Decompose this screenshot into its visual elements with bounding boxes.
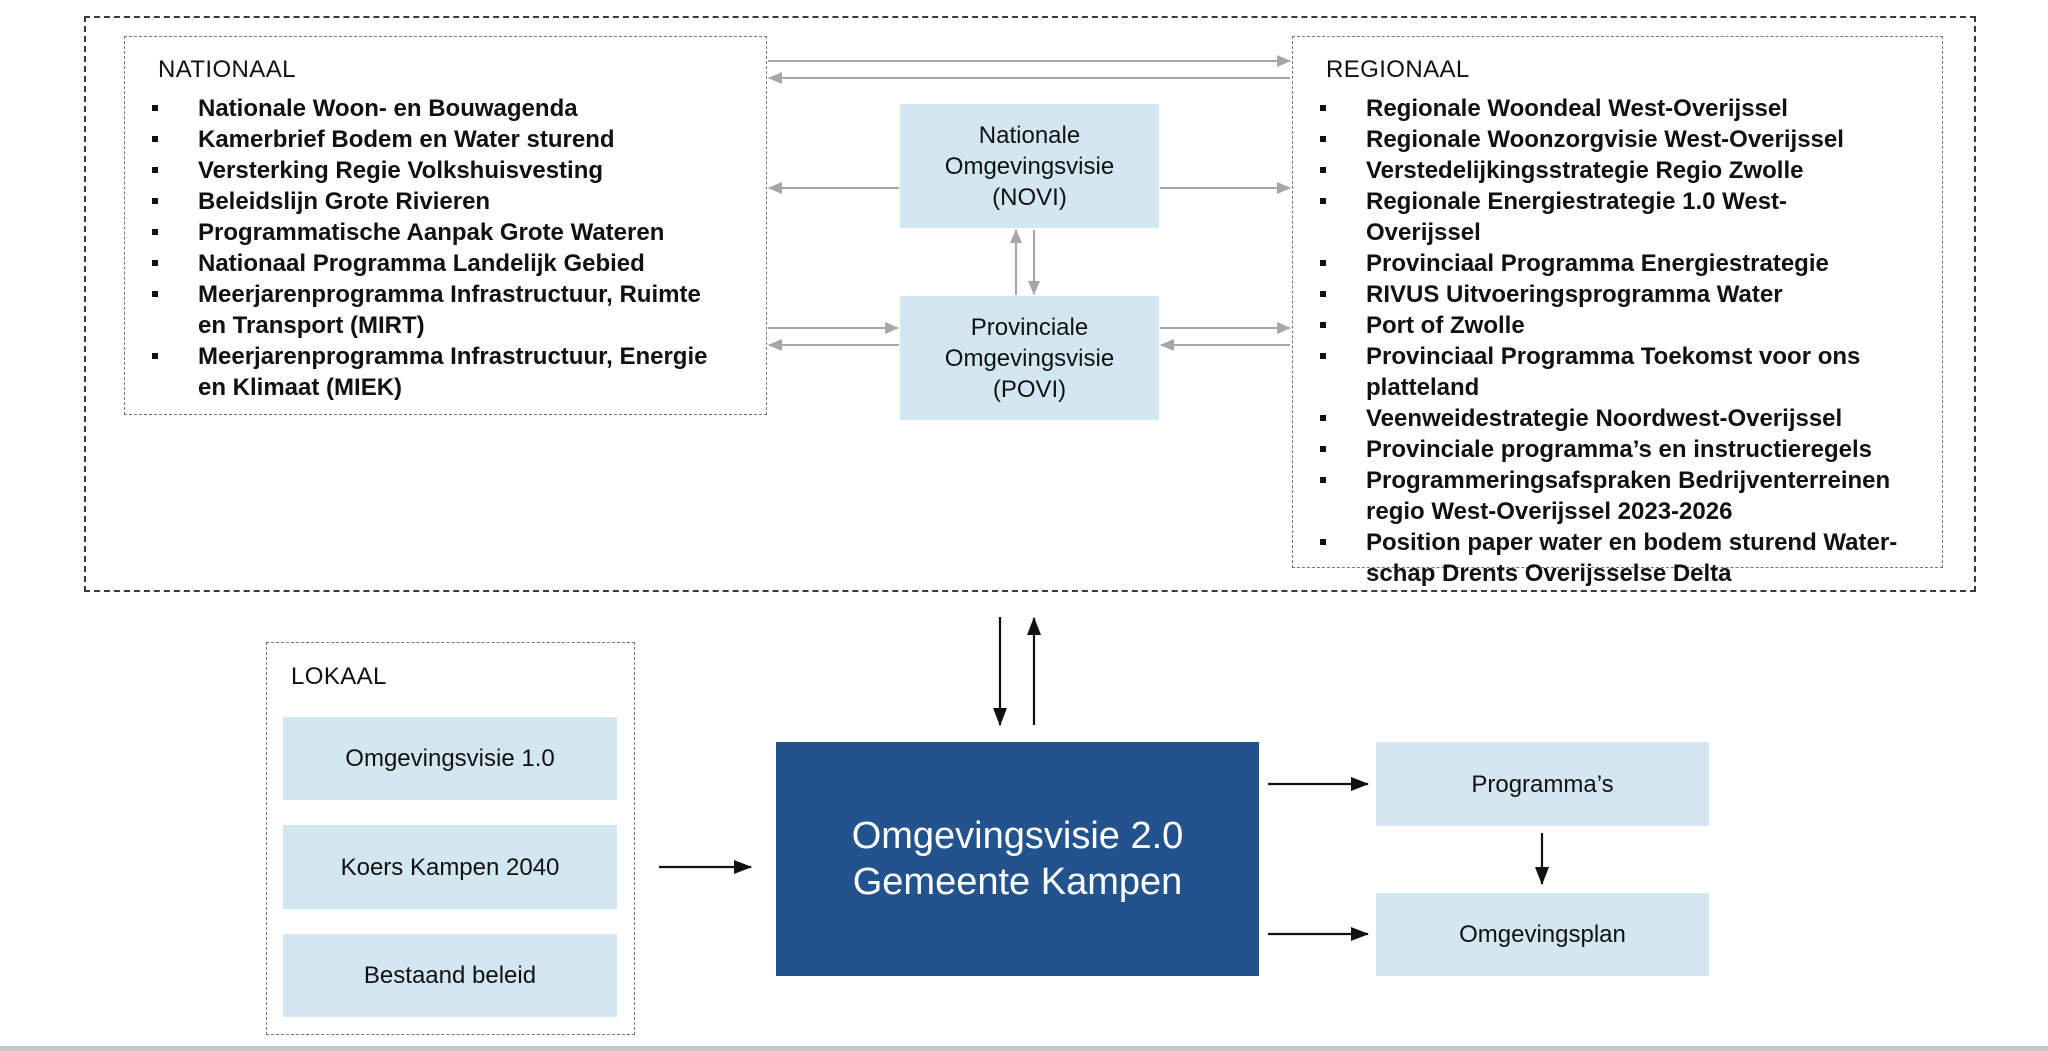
lokaal-item-label: Koers Kampen 2040 bbox=[340, 853, 560, 881]
main-title-line1: Omgevingsvisie 2.0 bbox=[851, 815, 1184, 857]
bottom-rule bbox=[0, 1046, 2048, 1051]
list-item: Provinciaal Programma Energiestrategie bbox=[1320, 248, 1900, 279]
lokaal-item-label: Omgevingsvisie 1.0 bbox=[345, 745, 555, 772]
novi-box: Nationale Omgevingsvisie (NOVI) bbox=[900, 104, 1159, 228]
list-item: Kamerbrief Bodem en Water sturend bbox=[152, 124, 722, 155]
list-item: Regionale Woondeal West-Overijssel bbox=[1320, 93, 1900, 124]
novi-line2: Omgevingsvisie bbox=[944, 152, 1115, 180]
lokaal-panel: LOKAAL bbox=[266, 642, 635, 1035]
nationaal-title: NATIONAAL bbox=[158, 56, 296, 83]
lokaal-item-koers-kampen: Koers Kampen 2040 bbox=[283, 825, 617, 909]
povi-line1: Provinciale bbox=[970, 313, 1089, 341]
list-item: Nationale Woon- en Bouwagenda bbox=[152, 93, 722, 124]
list-item: Regionale Energiestrategie 1.0 West-Over… bbox=[1320, 186, 1900, 248]
list-item: Veenweidestrategie Noordwest-Overijssel bbox=[1320, 403, 1900, 434]
list-item: Provinciale programma’s en instructiereg… bbox=[1320, 434, 1900, 465]
novi-line3: (NOVI) bbox=[992, 183, 1067, 211]
regionaal-panel: REGIONAAL Regionale Woondeal West-Overij… bbox=[1292, 36, 1943, 587]
novi-line1: Nationale bbox=[978, 121, 1081, 149]
lokaal-item-label: Bestaand beleid bbox=[363, 962, 537, 989]
list-item: Nationaal Programma Landelijk Gebied bbox=[152, 248, 722, 279]
povi-line2: Omgevingsvisie bbox=[944, 344, 1115, 372]
main-omgevingsvisie-box: Omgevingsvisie 2.0 Gemeente Kampen bbox=[776, 742, 1259, 976]
list-item: Position paper water en bodem sturend Wa… bbox=[1320, 527, 1900, 589]
list-item: Programmeringsafspraken Bedrijventerrein… bbox=[1320, 465, 1900, 527]
programmas-label: Programma’s bbox=[1471, 770, 1614, 798]
main-title-line2: Gemeente Kampen bbox=[852, 861, 1183, 903]
lokaal-item-bestaand-beleid: Bestaand beleid bbox=[283, 934, 617, 1017]
nationaal-list: Nationale Woon- en Bouwagenda Kamerbrief… bbox=[152, 93, 722, 403]
omgevingsplan-box: Omgevingsplan bbox=[1376, 893, 1709, 976]
list-item: Meerjarenprogramma Infrastructuur, Energ… bbox=[152, 341, 722, 403]
list-item: Beleidslijn Grote Rivieren bbox=[152, 186, 722, 217]
lokaal-title: LOKAAL bbox=[291, 663, 387, 690]
list-item: RIVUS Uitvoeringsprogramma Water bbox=[1320, 279, 1900, 310]
upper-level-frame bbox=[84, 16, 1976, 592]
list-item: Provinciaal Programma Toekomst voor ons … bbox=[1320, 341, 1900, 403]
lokaal-item-omgevingsvisie-1: Omgevingsvisie 1.0 bbox=[283, 717, 617, 800]
programmas-box: Programma’s bbox=[1376, 742, 1709, 826]
regionaal-title: REGIONAAL bbox=[1326, 56, 1470, 83]
list-item: Port of Zwolle bbox=[1320, 310, 1900, 341]
omgevingsplan-label: Omgevingsplan bbox=[1459, 921, 1626, 948]
list-item: Programmatische Aanpak Grote Wateren bbox=[152, 217, 722, 248]
list-item: Versterking Regie Volkshuisvesting bbox=[152, 155, 722, 186]
list-item: Verstedelijkingsstrategie Regio Zwolle bbox=[1320, 155, 1900, 186]
regionaal-list: Regionale Woondeal West-Overijssel Regio… bbox=[1320, 93, 1900, 589]
povi-line3: (POVI) bbox=[992, 375, 1067, 403]
povi-box: Provinciale Omgevingsvisie (POVI) bbox=[900, 296, 1159, 420]
nationaal-panel: NATIONAAL Nationale Woon- en Bouwagenda … bbox=[124, 36, 767, 415]
list-item: Meerjarenprogramma Infrastructuur, Ruimt… bbox=[152, 279, 722, 341]
list-item: Regionale Woonzorgvisie West-Overijssel bbox=[1320, 124, 1900, 155]
